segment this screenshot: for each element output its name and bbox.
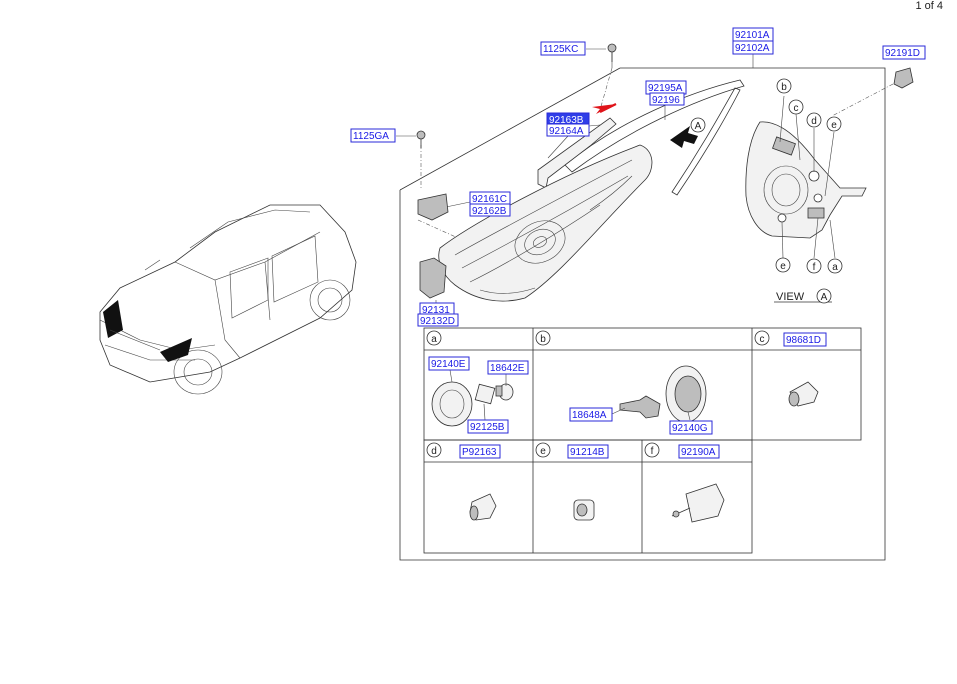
callout-91214B[interactable]: 91214B — [567, 444, 609, 459]
adjuster-92131[interactable] — [419, 257, 447, 299]
cap-ring-92140E[interactable] — [431, 381, 473, 427]
svg-text:a: a — [431, 334, 437, 345]
svg-text:18648A: 18648A — [572, 410, 607, 421]
page-indicator: 1 of 4 — [915, 0, 943, 12]
detail-grid — [423, 327, 862, 554]
svg-text:1125KC: 1125KC — [543, 44, 578, 55]
svg-text:b: b — [781, 82, 787, 93]
svg-text:e: e — [831, 120, 837, 131]
cell-letter-b: b — [535, 330, 551, 346]
svg-text:92131: 92131 — [422, 305, 450, 316]
view-a-letter-e-top: e — [826, 116, 842, 132]
garnish-strip[interactable] — [564, 79, 745, 173]
svg-text:P92163: P92163 — [462, 447, 497, 458]
view-a-letter-d: d — [806, 112, 822, 128]
svg-text:92196: 92196 — [652, 95, 680, 106]
headlamp-assembly[interactable] — [438, 144, 653, 302]
svg-text:A: A — [821, 292, 828, 303]
svg-text:92195A: 92195A — [648, 83, 683, 94]
svg-text:f: f — [813, 262, 816, 273]
callout-92191D[interactable]: 92191D — [882, 45, 926, 60]
svg-text:91214B: 91214B — [570, 447, 605, 458]
callout-92140G[interactable]: 92140G — [669, 420, 713, 435]
svg-text:e: e — [780, 261, 786, 272]
svg-text:92125B: 92125B — [470, 422, 505, 433]
svg-text:92191D: 92191D — [885, 48, 920, 59]
callout-92140E[interactable]: 92140E — [428, 356, 470, 371]
view-a-lamp-rear — [745, 95, 867, 303]
svg-text:92102A: 92102A — [735, 43, 770, 54]
svg-text:92132D: 92132D — [420, 316, 455, 327]
svg-text:92190A: 92190A — [681, 447, 716, 458]
svg-text:b: b — [540, 334, 546, 345]
view-a-letter-b: b — [776, 78, 792, 94]
callout-1125GA[interactable]: 1125GA — [350, 128, 396, 143]
svg-text:c: c — [760, 334, 765, 345]
svg-text:92140G: 92140G — [672, 423, 708, 434]
car-headlamp-highlight-left — [103, 300, 123, 338]
bracket-92161C[interactable] — [417, 193, 449, 221]
car-illustration — [99, 204, 357, 395]
view-a-arrow-icon — [670, 126, 698, 148]
callout-92102A[interactable]: 92102A — [732, 40, 774, 55]
bracket-92163B[interactable] — [537, 117, 617, 189]
cell-letter-d: d — [426, 442, 442, 458]
svg-text:A: A — [695, 121, 702, 132]
svg-text:e: e — [540, 446, 546, 457]
svg-text:a: a — [832, 262, 838, 273]
bulb-18648A[interactable] — [619, 395, 661, 419]
callout-92190A[interactable]: 92190A — [678, 444, 720, 459]
car-headlamp-highlight-right — [160, 338, 192, 362]
bulb-18642E[interactable] — [474, 383, 514, 405]
callout-92164A[interactable]: 92164A — [546, 123, 590, 137]
svg-text:18642E: 18642E — [490, 363, 525, 374]
svg-text:98681D: 98681D — [786, 335, 821, 346]
svg-text:c: c — [794, 103, 799, 114]
view-a-letter-a: a — [827, 258, 843, 274]
exploded-frame — [399, 67, 886, 561]
svg-text:92162B: 92162B — [472, 206, 507, 217]
cell-letter-e: e — [535, 442, 551, 458]
view-a-letter-e-bottom: e — [775, 257, 791, 273]
cap-92140G[interactable] — [665, 365, 707, 423]
cell-letter-c: c — [754, 330, 770, 346]
cell-letter-f: f — [644, 442, 660, 458]
svg-text:92163B: 92163B — [549, 115, 584, 126]
callout-1125KC[interactable]: 1125KC — [540, 41, 586, 56]
view-a-letter-c: c — [788, 99, 804, 115]
callout-92161C[interactable]: 92161C — [469, 191, 511, 206]
svg-text:d: d — [431, 446, 437, 457]
callout-92132D[interactable]: 92132D — [417, 313, 459, 327]
svg-text:92140E: 92140E — [431, 359, 466, 370]
bolt-1125GA[interactable] — [416, 130, 426, 148]
callout-92162B[interactable]: 92162B — [469, 203, 511, 217]
bulb-98681D[interactable] — [788, 381, 819, 407]
callout-92195A[interactable]: 92195A — [645, 80, 687, 95]
callout-92101A[interactable]: 92101A — [732, 27, 774, 42]
callout-P92163[interactable]: P92163 — [459, 444, 501, 459]
callout-18642E[interactable]: 18642E — [487, 360, 529, 375]
callout-18648A[interactable]: 18648A — [569, 407, 613, 422]
svg-text:f: f — [651, 446, 654, 457]
view-a-label: VIEW A — [776, 288, 832, 304]
svg-text:92101A: 92101A — [735, 30, 770, 41]
actuator-92190A[interactable] — [671, 483, 725, 523]
svg-text:92164A: 92164A — [549, 126, 584, 137]
svg-text:d: d — [811, 116, 817, 127]
cell-letter-a: a — [426, 330, 442, 346]
svg-text:1125GA: 1125GA — [353, 131, 389, 142]
socket-P92163[interactable] — [469, 493, 497, 521]
callout-92125B[interactable]: 92125B — [467, 419, 509, 434]
cap-92191D[interactable] — [893, 67, 914, 89]
bolt-1125KC[interactable] — [607, 43, 617, 62]
callout-98681D[interactable]: 98681D — [783, 332, 827, 347]
svg-text:92161C: 92161C — [472, 194, 507, 205]
socket-91214B[interactable] — [573, 499, 595, 521]
view-a-letter-f: f — [806, 258, 822, 274]
callout-92196[interactable]: 92196 — [649, 92, 685, 106]
seal-strip[interactable] — [671, 87, 741, 196]
svg-text:VIEW: VIEW — [776, 291, 805, 303]
arrow-letter-A: A — [690, 117, 706, 133]
